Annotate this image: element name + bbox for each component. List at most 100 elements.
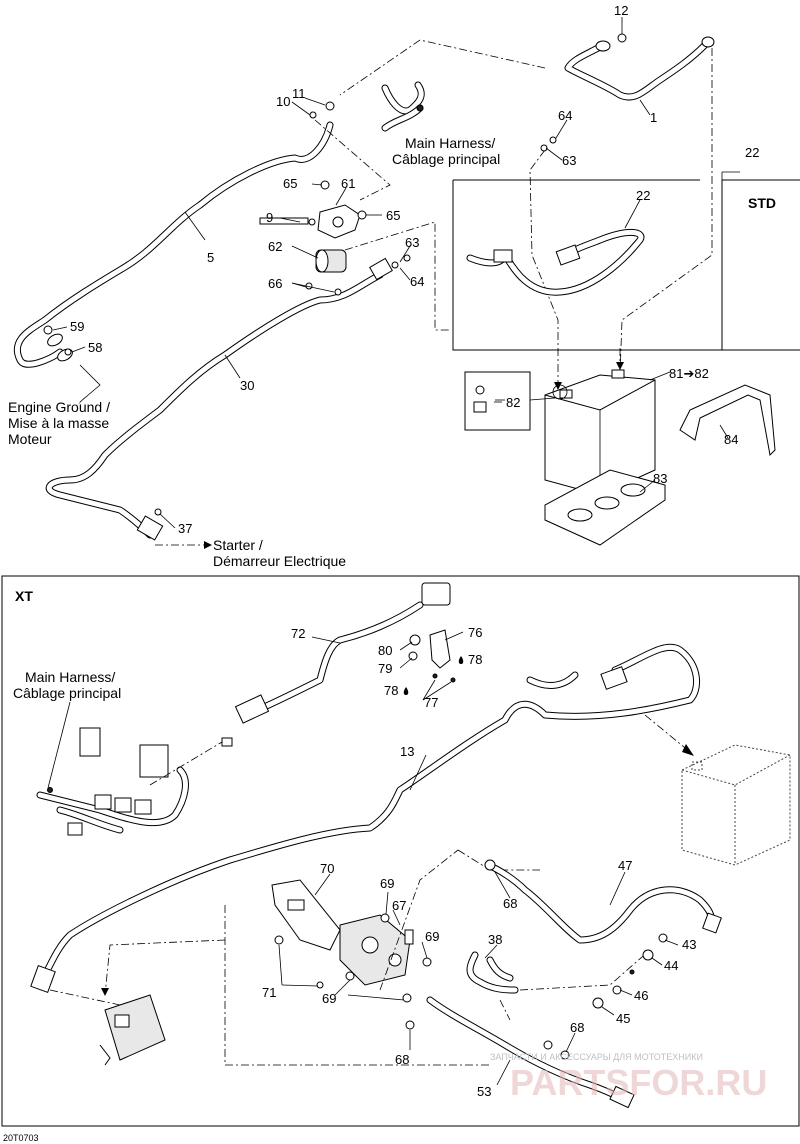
callout-22: 22	[636, 188, 650, 203]
callout-79: 79	[378, 661, 392, 676]
callout-46: 46	[634, 988, 648, 1003]
callout-84: 84	[724, 432, 738, 447]
xt-section-title: XT	[15, 588, 33, 604]
cable-53	[426, 996, 635, 1109]
label-starter-line2: Démarreur Electrique	[213, 553, 346, 569]
callout-78-left: 78	[384, 683, 398, 698]
label-engine-ground-line3: Moteur	[8, 431, 52, 447]
callout-68-bottom: 68	[395, 1052, 409, 1067]
battery-cable-22	[466, 229, 645, 296]
callout-82: 82	[506, 395, 520, 410]
xt-section-frame	[1, 575, 800, 1127]
battery	[544, 369, 656, 496]
battery-cable-1	[564, 33, 715, 101]
callout-64-mid: 64	[410, 274, 424, 289]
callout-leaders-top	[52, 17, 729, 529]
label-main-harness-xt-line1: Main Harness/	[25, 669, 115, 685]
battery-strap-84	[679, 384, 776, 457]
callout-63-top: 63	[562, 153, 576, 168]
callout-30: 30	[240, 378, 254, 393]
starter-solenoid	[259, 180, 411, 296]
leader-dash-cable1-to-battery	[619, 48, 713, 376]
leader-dash-solenoid-std	[344, 221, 450, 331]
callout-81-82: 81➔82	[669, 366, 709, 381]
label-engine-ground-line2: Mise à la masse	[8, 415, 109, 431]
callout-45: 45	[616, 1011, 630, 1026]
main-harness-bundle-xt	[36, 727, 189, 836]
callout-68-right: 68	[570, 1020, 584, 1035]
callout-66: 66	[268, 276, 282, 291]
battery-xt	[644, 714, 791, 866]
callout-11: 11	[292, 86, 306, 101]
leader-dash-solenoid	[314, 119, 391, 201]
battery-tray-83	[544, 469, 666, 546]
arrow-starter	[155, 541, 212, 549]
callout-80: 80	[378, 643, 392, 658]
cable-38	[466, 949, 651, 1021]
callout-59: 59	[70, 319, 84, 334]
callout-70: 70	[320, 861, 334, 876]
fasteners-top	[43, 101, 557, 516]
callout-77: 77	[424, 695, 438, 710]
label-main-harness-line1: Main Harness/	[405, 135, 495, 151]
callout-68-top: 68	[503, 896, 517, 911]
callout-43: 43	[682, 937, 696, 952]
watermark-big: PARTSFOR.RU	[510, 1062, 767, 1103]
callout-71: 71	[262, 985, 276, 1000]
callout-leaders-xt	[278, 631, 679, 1086]
arrow-engine-ground	[78, 364, 101, 405]
leader-main-harness-xt	[47, 701, 71, 789]
callout-12: 12	[614, 3, 628, 18]
control-module	[49, 939, 226, 1066]
callout-10: 10	[276, 94, 290, 109]
callout-38: 38	[488, 932, 502, 947]
battery-cable-13	[30, 643, 701, 994]
callout-69-top: 69	[380, 876, 394, 891]
callout-69-right: 69	[425, 929, 439, 944]
callout-22-std: 22	[745, 145, 759, 160]
callout-47: 47	[618, 858, 632, 873]
callout-61: 61	[341, 176, 355, 191]
callout-62: 62	[268, 239, 282, 254]
std-section-title: STD	[748, 195, 776, 211]
callout-5: 5	[207, 250, 214, 265]
callout-69-bottom: 69	[322, 991, 336, 1006]
callout-58: 58	[88, 340, 102, 355]
callout-67: 67	[392, 898, 406, 913]
callout-13: 13	[400, 744, 414, 759]
label-main-harness-line2: Câblage principal	[392, 151, 500, 167]
doc-code: 20T0703	[3, 1133, 39, 1143]
label-main-harness-xt-line2: Câblage principal	[13, 685, 121, 701]
main-harness-connector-top	[381, 81, 425, 132]
callout-9: 9	[266, 210, 273, 225]
std-inset-frame	[452, 171, 800, 351]
callout-1: 1	[650, 110, 657, 125]
leader-dash-top	[339, 39, 546, 96]
solenoid-assembly-xt	[224, 849, 540, 1066]
callout-72: 72	[291, 626, 305, 641]
sealant-drop-icon	[403, 656, 464, 695]
watermark-small: ЗАПЧАСТИ И АКСЕССУАРЫ ДЛЯ МОТОТЕХНИКИ	[490, 1052, 703, 1062]
bracket-76	[408, 629, 456, 683]
callout-83: 83	[653, 471, 667, 486]
leader-dash-cable22	[529, 149, 559, 390]
battery-terminal-kit-82	[464, 371, 556, 431]
label-starter-line1: Starter /	[213, 537, 263, 553]
callout-65-right: 65	[386, 208, 400, 223]
leader-dash-72	[149, 741, 223, 786]
callout-37: 37	[178, 521, 192, 536]
callout-63-mid: 63	[405, 235, 419, 250]
callout-64-top: 64	[558, 108, 572, 123]
ground-cable-5	[14, 121, 334, 368]
callout-44: 44	[664, 958, 678, 973]
label-engine-ground-line1: Engine Ground /	[8, 399, 110, 415]
cable-47	[484, 859, 722, 944]
callout-76: 76	[468, 625, 482, 640]
callout-53: 53	[477, 1084, 491, 1099]
callout-65-left: 65	[283, 176, 297, 191]
harness-72	[221, 582, 451, 747]
fasteners-xt-right	[405, 933, 668, 1050]
callout-78-right: 78	[468, 652, 482, 667]
starter-cable-30	[45, 257, 393, 541]
